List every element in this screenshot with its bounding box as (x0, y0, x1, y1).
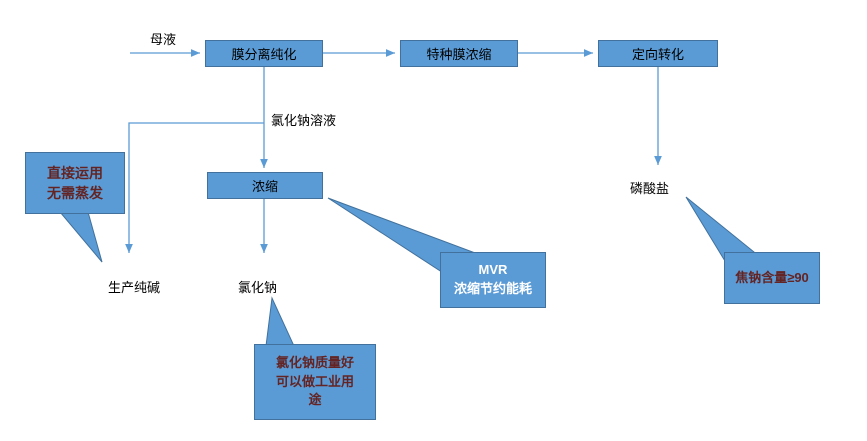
callout-tail-nacl-quality (265, 296, 295, 347)
callout-mvr-line1: MVR (478, 262, 508, 278)
label-mother-liquor: 母液 (150, 32, 177, 47)
callout-pyro-sodium: 焦钠含量≥90 (724, 252, 820, 304)
callout-pyro-sodium-text: 焦钠含量≥90 (735, 269, 809, 285)
callout-nacl-quality-line3: 途 (308, 392, 322, 408)
callout-nacl-quality: 氯化钠质量好 可以做工业用 途 (254, 344, 376, 420)
callout-mvr: MVR 浓缩节约能耗 (440, 252, 546, 308)
callout-nacl-quality-line2: 可以做工业用 (275, 373, 354, 389)
callout-direct-use-line1: 直接运用 (47, 164, 103, 181)
node-concentration: 浓缩 (207, 172, 323, 199)
label-phosphate: 磷酸盐 (630, 181, 670, 196)
node-special-membrane: 特种膜浓缩 (400, 40, 518, 67)
connector-branch-to-soda-ash (125, 122, 264, 253)
callout-direct-use: 直接运用 无需蒸发 (25, 152, 125, 214)
node-directed-conversion: 定向转化 (598, 40, 718, 67)
callout-nacl-quality-line1: 氯化钠质量好 (275, 354, 354, 370)
node-membrane-separation: 膜分离纯化 (205, 40, 323, 67)
callout-mvr-line2: 浓缩节约能耗 (453, 281, 532, 296)
callout-direct-use-line2: 无需蒸发 (47, 185, 103, 201)
callout-tail-direct-use (58, 211, 103, 263)
label-soda-ash: 生产纯碱 (108, 280, 161, 295)
label-nacl: 氯化钠 (238, 280, 278, 295)
label-nacl-solution: 氯化钠溶液 (271, 113, 337, 128)
